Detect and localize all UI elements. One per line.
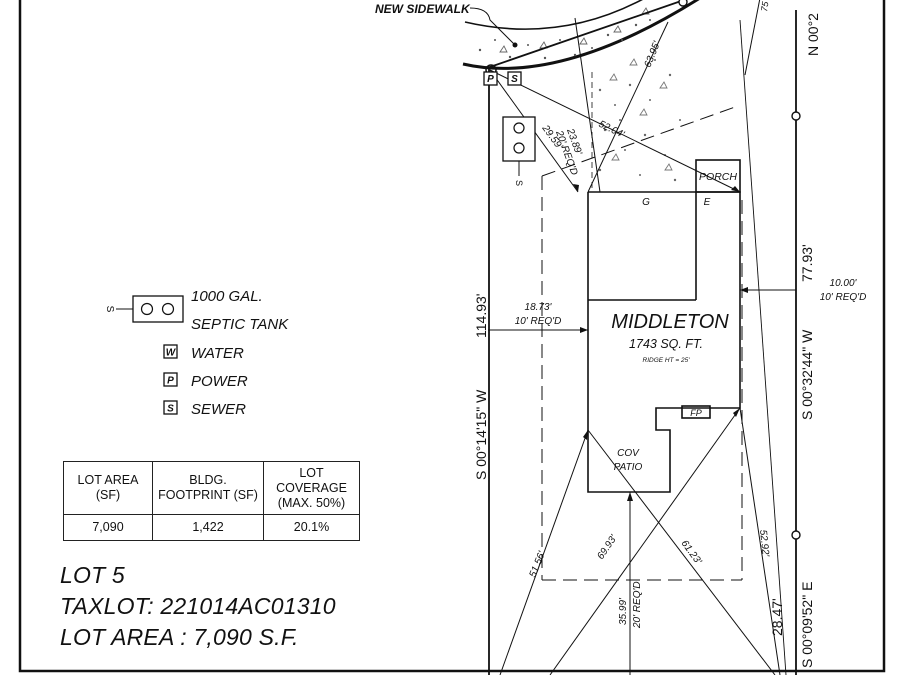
legend-water-label: WATER [191, 345, 244, 362]
sidewalk-leader-dot [512, 42, 518, 48]
sidewalk-leader [469, 7, 516, 46]
lot-area: LOT AREA : 7,090 S.F. [60, 624, 299, 650]
house-name: MIDDLETON [611, 311, 729, 333]
legend-septic-line2: SEPTIC TANK [191, 316, 289, 333]
legend-water-symbol: W [166, 348, 177, 359]
dimension-arrowheads [573, 184, 748, 501]
legend-power-symbol: P [167, 376, 174, 387]
dim-35-99: 35.99' [618, 597, 629, 625]
property-corner-marker [678, 0, 688, 7]
garage-label: G [642, 197, 650, 208]
property-corner-marker [791, 530, 801, 540]
table-row: 7,090 1,422 20.1% [63, 514, 360, 541]
dim-10-req-left: 10' REQ'D [515, 316, 562, 327]
entry-label: E [704, 197, 711, 208]
ridge-height: RIDGE HT = 25' [643, 357, 691, 364]
drawing-border [18, 0, 886, 673]
bearing-right-lower-distance: 28.47' [769, 598, 785, 636]
legend-sewer-symbol: S [167, 404, 174, 415]
setback-envelope [541, 106, 743, 581]
value-bldg-footprint: 1,422 [152, 514, 264, 541]
dim-10-req-right: 10' REQ'D [820, 292, 867, 303]
sewer-box: S [507, 71, 522, 86]
value-lot-area: 7,090 [63, 514, 153, 541]
dim-18-73: 18.73' [525, 302, 553, 313]
lot-info: LOT 5 TAXLOT: 221014AC01310 LOT AREA : 7… [60, 560, 336, 653]
septic-cleanout-label: S [514, 180, 524, 186]
power-box-label: P [487, 74, 494, 85]
legend-item-water: W WATER [163, 344, 244, 362]
bearing-right: S 00°32'44" W [799, 329, 815, 420]
dim-10-00: 10.00' [830, 278, 858, 289]
sewer-box-label: S [511, 74, 518, 85]
table-header-row: LOT AREA (SF) BLDG. FOOTPRINT (SF) LOT C… [63, 461, 360, 515]
bearing-left-distance: 114.93' [473, 294, 489, 338]
taxlot-number: TAXLOT: 221014AC01310 [60, 593, 336, 619]
lot-number: LOT 5 [60, 562, 125, 588]
new-sidewalk-label: NEW SIDEWALK [375, 2, 471, 16]
header-bldg-footprint: BLDG. FOOTPRINT (SF) [152, 461, 264, 515]
legend-power-label: POWER [191, 373, 248, 390]
dim-51-56: 51.56' [528, 549, 549, 579]
dim-20-req-bottom: 20' REQ'D [632, 581, 643, 629]
dim-52-92: 52.92' [757, 529, 771, 558]
bearing-right-lower: S 00°09'52" E [799, 582, 815, 668]
legend-sewer-label: SEWER [191, 401, 246, 418]
legend-septic-line1: 1000 GAL. [191, 288, 263, 305]
header-lot-coverage: LOT COVERAGE (MAX. 50%) [263, 461, 360, 515]
house-footprint [587, 159, 741, 493]
driveway [591, 45, 688, 192]
value-lot-coverage: 20.1% [263, 514, 360, 541]
legend-item-power: P POWER [163, 372, 248, 390]
legend-item-sewer: S SEWER [163, 400, 246, 418]
bearing-right-distance: 77.93' [799, 244, 815, 282]
legend-septic-s: S [104, 306, 115, 313]
bearing-left: S 00°14'15" W [473, 389, 489, 480]
septic-tank-plan: S [502, 116, 536, 186]
cov-patio-line1: COV [617, 448, 640, 459]
power-box: P [483, 71, 498, 86]
porch-label: PORCH [699, 171, 737, 183]
dim-69-93: 69.93' [595, 532, 620, 561]
header-lot-area: LOT AREA (SF) [63, 461, 153, 515]
property-lines [486, 0, 797, 675]
bearing-top-small: 75 [759, 0, 770, 12]
property-corner-marker [791, 111, 801, 121]
house-area: 1743 SQ. FT. [629, 337, 703, 351]
cov-patio-line2: PATIO [614, 462, 643, 473]
legend-septic-symbol: S [104, 295, 184, 323]
lot-stats-table: LOT AREA (SF) BLDG. FOOTPRINT (SF) LOT C… [63, 461, 360, 541]
fireplace-label: FP [690, 408, 702, 418]
bearing-top-right: N 00°2 [805, 13, 821, 56]
